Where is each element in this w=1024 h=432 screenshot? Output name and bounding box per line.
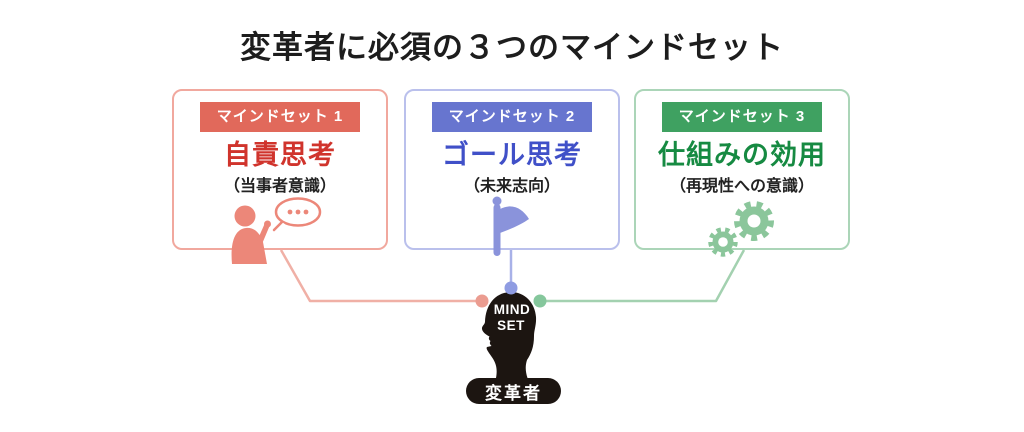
page-title: 変革者に必須の３つのマインドセット [240, 30, 784, 65]
head-word-mind: MIND [494, 302, 531, 317]
connector-line-1 [279, 249, 482, 303]
mindset-1-subtitle: （当事者意識） [223, 178, 336, 195]
mindset-2-name: ゴール思考 [442, 140, 582, 170]
mindset-box-3: マインドセット 3 仕組みの効用 （再現性への意識） [634, 89, 850, 257]
flag-icon [492, 196, 529, 256]
mindset-1-name: 自責思考 [224, 140, 336, 170]
mindset-1-badge: マインドセット 1 [199, 102, 361, 132]
mindset-box-2: マインドセット 2 ゴール思考 （未来志向） [404, 89, 620, 256]
mindset-2-subtitle: （未来志向） [463, 178, 560, 195]
mindset-3-icon-area [636, 196, 848, 262]
mindset-3-subtitle: （再現性への意識） [669, 178, 814, 195]
mindset-head-silhouette: MIND SET [481, 292, 537, 378]
connector-dot-3 [533, 294, 547, 308]
mindset-2-badge: マインドセット 2 [431, 102, 593, 132]
connector-dot-2 [504, 281, 518, 295]
mindset-3-name: 仕組みの効用 [658, 140, 826, 170]
gears-icon [708, 201, 774, 257]
mindset-3-badge: マインドセット 3 [661, 102, 823, 132]
connector-dot-1 [475, 294, 489, 308]
connector-line-3 [540, 249, 746, 303]
mindset-2-icon-area [406, 196, 618, 256]
mindset-1-icon-area [174, 196, 386, 264]
mindset-box-1: マインドセット 1 自責思考 （当事者意識） [172, 89, 388, 264]
person-speech-bubble-icon [231, 197, 322, 264]
head-word-set: SET [497, 318, 525, 333]
figure-label: 変革者 [466, 378, 561, 404]
